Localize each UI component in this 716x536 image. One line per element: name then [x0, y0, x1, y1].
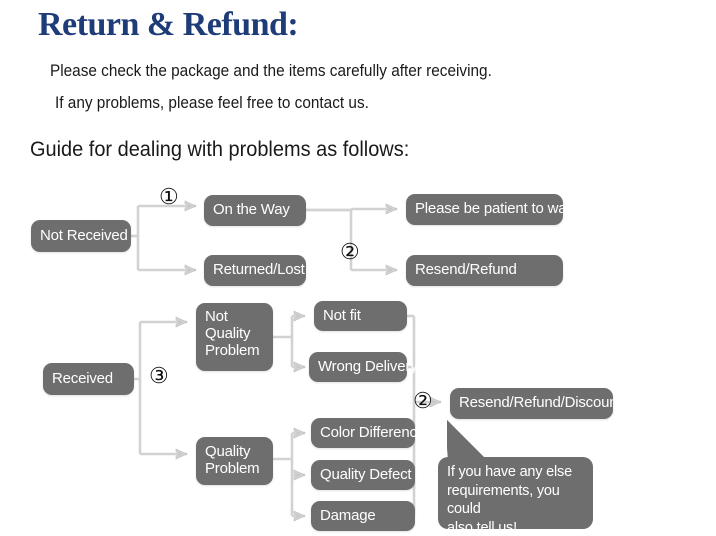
intro-line-1: Please check the package and the items c…: [50, 62, 492, 80]
node-damage[interactable]: Damage: [311, 501, 415, 531]
node-not-quality-problem[interactable]: Not Quality Problem: [196, 303, 273, 371]
node-please-be-patient-to-wait[interactable]: Please be patient to wait: [406, 194, 574, 225]
node-resend-refund-discount[interactable]: Resend/Refund/Discount: [450, 388, 622, 419]
node-received[interactable]: Received: [43, 363, 134, 395]
node-quality-defect[interactable]: Quality Defect: [311, 460, 415, 490]
node-not-fit[interactable]: Not fit: [314, 301, 407, 331]
callout-line-2: requirements, you could: [447, 482, 560, 518]
step-marker-3: ③: [149, 363, 169, 388]
intro-line-2: If any problems, please feel free to con…: [55, 94, 369, 112]
node-quality-problem[interactable]: Quality Problem: [196, 437, 273, 485]
step-marker-1: ①: [159, 184, 179, 209]
guide-heading: Guide for dealing with problems as follo…: [30, 138, 410, 161]
node-returned-lost[interactable]: Returned/Lost: [204, 255, 306, 286]
step-marker-2b: ②: [413, 388, 433, 413]
node-not-received[interactable]: Not Received: [31, 220, 131, 252]
step-marker-2a: ②: [340, 239, 360, 264]
node-color-difference[interactable]: Color Difference: [311, 418, 425, 448]
callout-line-3: also tell us!: [447, 519, 517, 536]
callout-bubble: If you have any else requirements, you c…: [438, 457, 593, 536]
node-wrong-delivery[interactable]: Wrong Delivery: [309, 352, 418, 382]
node-resend-refund[interactable]: Resend/Refund: [406, 255, 563, 286]
node-on-the-way[interactable]: On the Way: [204, 195, 306, 226]
callout-line-1: If you have any else: [447, 464, 572, 480]
page-title: Return & Refund:: [38, 6, 299, 43]
